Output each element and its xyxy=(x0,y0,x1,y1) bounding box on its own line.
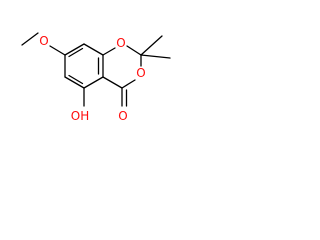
bonds xyxy=(21,32,171,107)
bond-c5-c6 xyxy=(64,76,85,89)
bond-c2-methyl-b xyxy=(140,54,171,59)
bond-c8-c8a xyxy=(83,43,104,56)
bond-o-methyl xyxy=(21,32,39,46)
atom-labels: O O O OH O xyxy=(39,34,145,123)
bond-o1-c2 xyxy=(126,45,142,56)
bond-double-c7-c8 xyxy=(68,47,84,58)
bond-c7-c8 xyxy=(64,43,85,56)
bond-c7-o-methoxy xyxy=(49,45,66,56)
bond-o3-c4 xyxy=(121,79,136,89)
bond-double-c5-c6 xyxy=(68,74,84,85)
bond-c4-c4a xyxy=(102,76,123,89)
atom-label-carbonyl-o: O xyxy=(118,109,127,123)
bond-c8a-o1 xyxy=(102,47,116,56)
atom-label-ring-o3: O xyxy=(136,66,145,80)
atom-label-hydroxyl: OH xyxy=(71,109,89,123)
bond-c2-methyl-a xyxy=(140,35,163,56)
atom-label-methoxy-o: O xyxy=(39,34,48,48)
bond-c4a-c5 xyxy=(83,76,104,89)
chemical-structure-diagram: O O O OH O xyxy=(21,32,171,123)
atom-label-ring-o1: O xyxy=(116,36,125,50)
